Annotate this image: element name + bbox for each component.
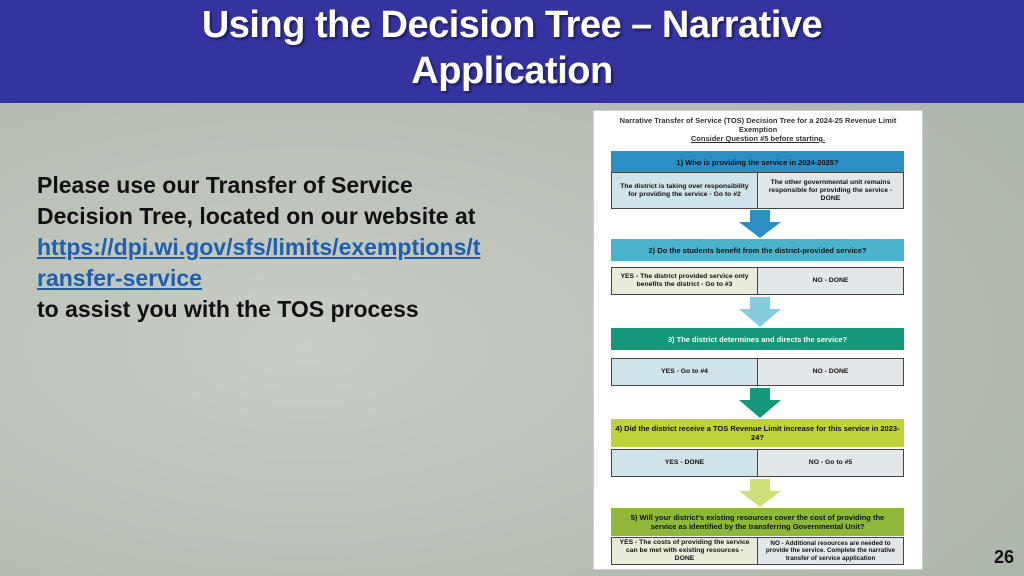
tree-question-4: 4) Did the district receive a TOS Revenu… [611,419,904,447]
tree-answer-3-right: NO - DONE [757,359,903,385]
tree-question-1: 1) Who is providing the service in 2024-… [611,151,904,173]
tree-answer-4-right: NO - Go to #5 [757,450,903,476]
page-number: 26 [993,547,1014,567]
tree-question-2: 2) Do the students benefit from the dist… [611,239,904,261]
down-arrow-icon [739,210,781,238]
tree-answers-1: The district is taking over responsibili… [611,172,904,209]
slide-title-line1: Using the Decision Tree – Narrative [201,3,823,46]
body-text: Please use our Transfer of Service Decis… [37,170,487,325]
body-closing-text: to assist you with the TOS process [37,296,419,322]
tos-website-link[interactable]: https://dpi.wi.gov/sfs/limits/exemptions… [37,234,481,291]
tree-answers-4: YES - DONE NO - Go to #5 [611,449,904,477]
down-arrow-icon [739,297,781,327]
down-arrow-icon [739,479,781,507]
tree-answer-2-left: YES - The district provided service only… [612,268,757,294]
tree-answer-2-right: NO - DONE [757,268,903,294]
slide-title-line2: Application [411,49,613,92]
tree-answer-3-left: YES - Go to #4 [612,359,757,385]
tree-answers-5: YES - The costs of providing the service… [611,537,904,565]
tree-question-3: 3) The district determines and directs t… [611,328,904,350]
tree-answer-1-left: The district is taking over responsibili… [612,173,757,208]
tree-title: Narrative Transfer of Service (TOS) Deci… [619,116,897,134]
tree-answer-1-right: The other governmental unit remains resp… [757,173,903,208]
slide-header: Using the Decision Tree – Narrative Appl… [0,0,1024,103]
tree-answer-5-left: YES - The costs of providing the service… [612,538,757,564]
tree-answers-2: YES - The district provided service only… [611,267,904,295]
body-intro-text: Please use our Transfer of Service Decis… [37,172,476,229]
decision-tree-image: Narrative Transfer of Service (TOS) Deci… [593,110,923,570]
tree-answer-4-left: YES - DONE [612,450,757,476]
tree-answer-5-right: NO - Additional resources are needed to … [757,538,903,564]
tree-question-5: 5) Will your district's existing resourc… [611,508,904,536]
down-arrow-icon [739,388,781,418]
tree-subtitle: Consider Question #5 before starting. [690,134,826,143]
tree-answers-3: YES - Go to #4 NO - DONE [611,358,904,386]
